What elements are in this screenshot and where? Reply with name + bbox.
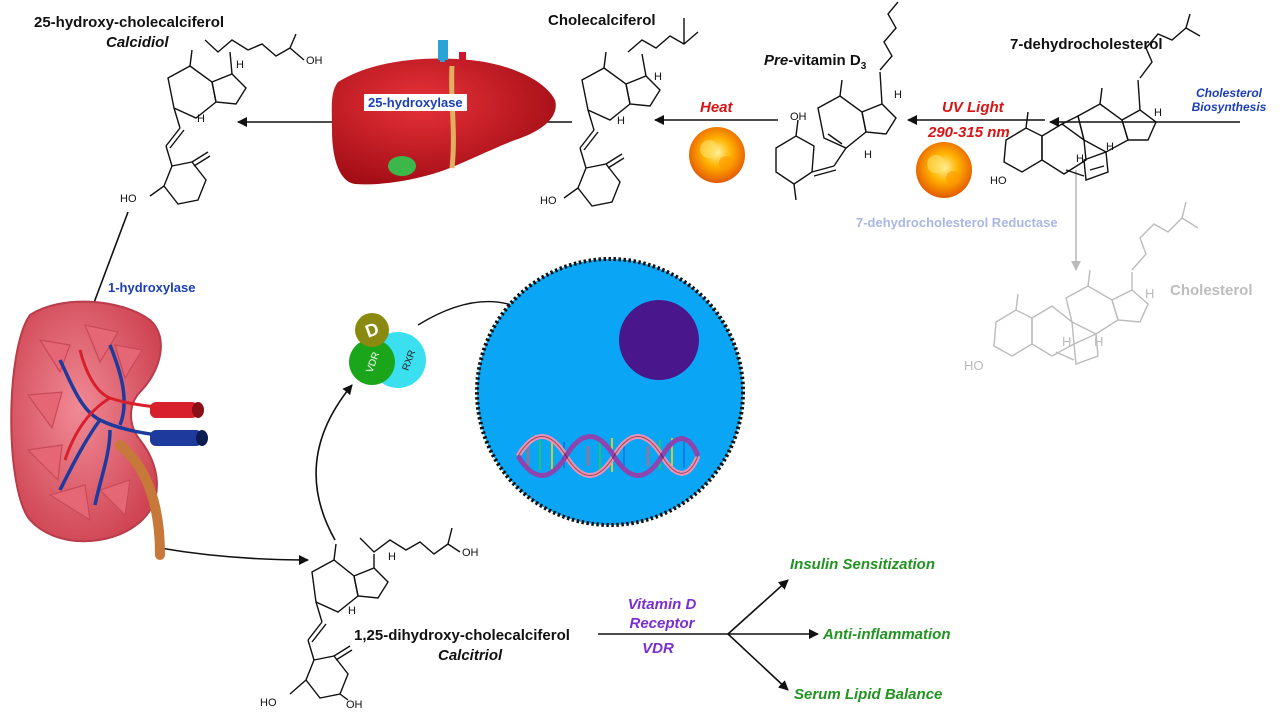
effect-insulin-label: Insulin Sensitization <box>790 556 936 573</box>
heat-label: Heat <box>700 99 733 116</box>
dhc-h1: H <box>1154 107 1162 119</box>
cholesterol-label: Cholesterol <box>1170 282 1253 299</box>
dehydrocholesterol-label: 7-dehydrocholesterol <box>1010 36 1163 53</box>
hydroxylase1-label: 1-hydroxylase <box>108 280 196 295</box>
molecule-calcitriol <box>289 527 461 701</box>
biosynthesis-line2: Biosynthesis <box>1191 100 1267 114</box>
vitamin-d-ball-label: D <box>362 318 381 341</box>
calcitriol-oh1: OH <box>462 547 479 559</box>
calcidiol-common-label: Calcidiol <box>106 34 169 51</box>
calcidiol-name-label: 25-hydroxy-cholecalciferol <box>34 14 225 31</box>
arrow-lipid <box>727 633 789 691</box>
molecule-cholecalciferol <box>563 18 699 207</box>
biosynthesis-line1: Cholesterol <box>1195 86 1262 100</box>
arrow-insulin <box>727 579 789 635</box>
previt-h1: H <box>894 89 902 101</box>
dna-helix-icon <box>515 434 701 478</box>
calcitriol-name-label: 1,25-dihydroxy-cholecalciferol <box>354 627 570 644</box>
calcitriol-h1: H <box>388 551 396 563</box>
uv-range-label: 290-315 nm <box>928 124 1010 141</box>
molecule-7dhc <box>1003 13 1201 181</box>
cell <box>475 257 745 527</box>
vitamin-d-ball <box>355 313 389 347</box>
chol-h1: H <box>1145 286 1154 301</box>
sun-icon-heat <box>689 127 745 183</box>
cell-membrane <box>475 257 745 527</box>
kidney-icon <box>10 300 208 560</box>
molecule-calcidiol <box>149 33 305 205</box>
reductase-label: 7-dehydrocholesterol Reductase <box>856 215 1058 230</box>
previt-oh: OH <box>790 111 807 123</box>
nucleus <box>619 300 699 380</box>
line-to-kidney <box>91 211 129 309</box>
dhc-h3: H <box>1076 153 1084 165</box>
effect-inflammation-label: Anti-inflammation <box>823 626 951 643</box>
dhc-h2: H <box>1106 141 1114 153</box>
chole-h1: H <box>654 71 662 83</box>
vdr-label-line1: Vitamin D <box>627 596 697 613</box>
vdr-ball <box>349 339 395 385</box>
chol-h2: H <box>1094 334 1103 349</box>
calcitriol-oh2: OH <box>346 699 363 711</box>
vdr-label-line3: VDR <box>642 640 674 657</box>
arrow-kidney-calcitriol <box>159 547 309 565</box>
dhc-ho: HO <box>990 175 1007 187</box>
previtamin-sub: 3 <box>860 61 867 72</box>
previt-h2: H <box>864 149 872 161</box>
calcitriol-common-label: Calcitriol <box>438 647 503 664</box>
calcitriol-ho: HO <box>260 697 277 709</box>
effect-lipid-label: Serum Lipid Balance <box>794 686 943 703</box>
cholecalciferol-label: Cholecalciferol <box>548 12 656 29</box>
receptor-complex <box>349 313 426 388</box>
hydroxylase25-label: 25-hydroxylase <box>364 94 467 111</box>
calcidiol-ho: HO <box>120 193 137 205</box>
calcidiol-h2: H <box>197 113 205 125</box>
chole-ho: HO <box>540 195 557 207</box>
uv-light-label: UV Light <box>942 99 1004 116</box>
calcidiol-oh: OH <box>306 55 323 67</box>
previtamin-label: Pre-vitamin D3 <box>764 52 866 72</box>
previtamin-prefix: Pre <box>764 52 789 69</box>
molecule-previtamin <box>775 1 899 201</box>
arrow-to-receptor <box>315 384 353 541</box>
calcidiol-h1: H <box>236 59 244 71</box>
chol-ho: HO <box>964 358 984 373</box>
calcitriol-h2: H <box>348 605 356 617</box>
previtamin-rest: -vitamin D <box>788 52 861 69</box>
chol-h3: H <box>1062 334 1071 349</box>
molecule-cholesterol <box>993 201 1199 365</box>
liver-icon <box>331 40 556 185</box>
chole-h2: H <box>617 115 625 127</box>
vdr-label-line2: Receptor <box>629 615 695 632</box>
sun-icon-uv <box>916 142 972 198</box>
